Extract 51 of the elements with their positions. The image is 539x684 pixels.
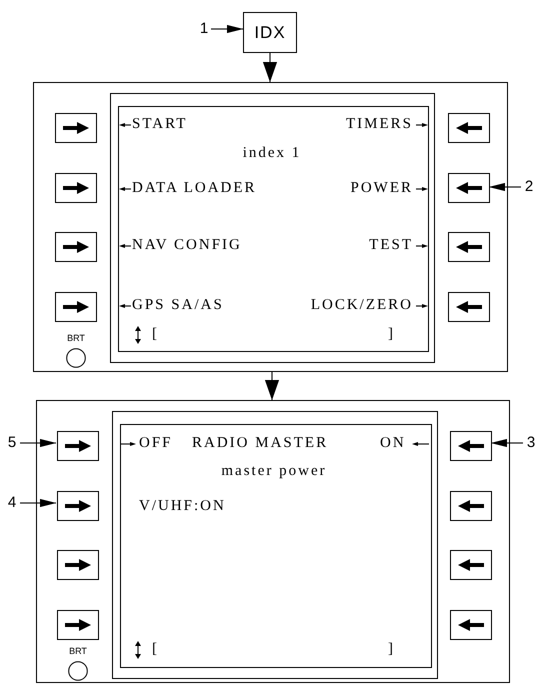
line-select-key <box>450 610 492 640</box>
menu-option: POWER <box>350 179 413 197</box>
line-select-key <box>448 113 490 143</box>
arrow <box>263 52 277 82</box>
line-select-key <box>55 292 97 322</box>
menu-option: DATA LOADER <box>132 179 257 197</box>
line-select-key <box>55 173 97 203</box>
line-select-key <box>448 292 490 322</box>
line-select-key <box>448 232 490 262</box>
menu-option: OFF <box>139 434 173 452</box>
menu-option: TIMERS <box>346 115 413 133</box>
display-panel <box>36 400 510 683</box>
leader-line <box>20 499 56 507</box>
callout-number: 4 <box>4 493 20 513</box>
display-panel <box>33 82 508 372</box>
line-select-key <box>55 113 97 143</box>
leader-line <box>20 439 56 447</box>
line-select-key <box>55 232 97 262</box>
line-select-key <box>57 610 99 640</box>
knob-label: BRT <box>66 333 86 344</box>
menu-option: GPS SA/AS <box>132 296 224 314</box>
leader-line <box>488 183 522 191</box>
page-title: index 1 <box>242 144 302 162</box>
callout-number: 5 <box>4 433 20 453</box>
scratchpad-bracket: [ <box>152 325 159 343</box>
line-select-key <box>57 550 99 580</box>
line-select-key <box>450 491 492 521</box>
scratchpad-bracket: ] <box>388 640 395 658</box>
line-select-key <box>450 431 492 461</box>
menu-option: ON <box>380 434 406 452</box>
callout-number: 3 <box>523 433 539 453</box>
line-select-key <box>57 491 99 521</box>
leader-line <box>210 25 244 33</box>
scratchpad-bracket: ] <box>388 325 395 343</box>
page-title: RADIO MASTER <box>192 434 328 452</box>
callout-number: 2 <box>521 177 537 197</box>
menu-option: LOCK/ZERO <box>310 296 413 314</box>
menu-option: TEST <box>369 236 413 254</box>
line-select-key <box>57 431 99 461</box>
menu-option: START <box>132 115 188 133</box>
line-select-key <box>448 173 490 203</box>
scratchpad-bracket: [ <box>152 640 159 658</box>
callout-number: 1 <box>197 19 211 39</box>
key-button: IDX <box>243 12 297 53</box>
status-text: V/UHF:ON <box>139 497 226 515</box>
page-subtitle: master power <box>221 462 327 480</box>
line-select-key <box>450 550 492 580</box>
knob-label: BRT <box>68 646 88 657</box>
menu-option: NAV CONFIG <box>132 236 242 254</box>
leader-line <box>490 439 524 447</box>
arrow <box>265 372 279 400</box>
